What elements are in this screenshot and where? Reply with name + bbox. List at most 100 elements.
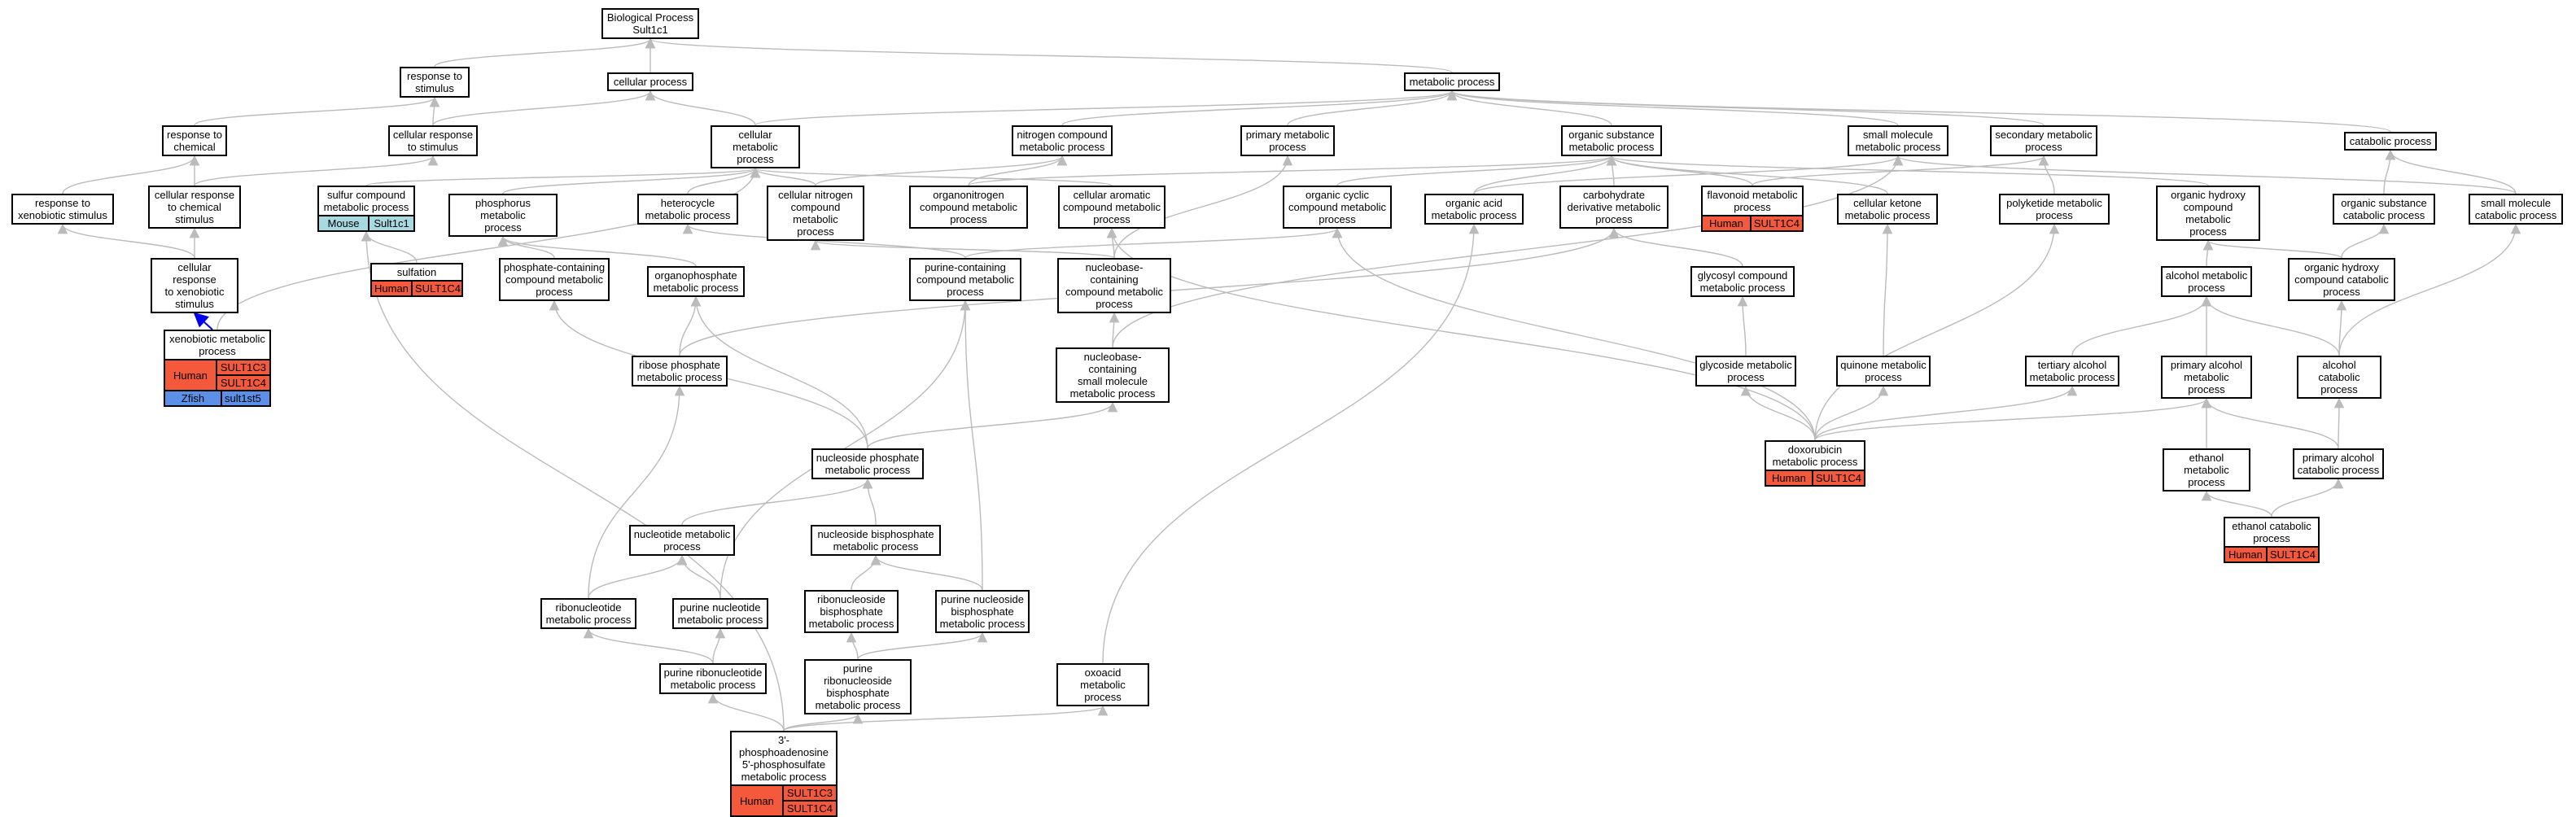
- edge: [2201, 490, 2272, 518]
- node-organic-substance-catabolic-process[interactable]: organic substance catabolic process: [2333, 194, 2435, 225]
- edge: [1608, 227, 1743, 267]
- edge: [1102, 223, 1480, 664]
- edge: [2385, 149, 2517, 194]
- node-purine-ribonucleotide-metabolic-process[interactable]: purine ribonucleotide metabolic process: [659, 663, 767, 694]
- node-cellular-metabolic-process[interactable]: cellular metabolic process: [711, 125, 800, 168]
- node-primary-metabolic-process[interactable]: primary metabolic process: [1240, 125, 1335, 156]
- node-nucleobase-containing-compound-metabolic-process[interactable]: nucleobase-containing compound metabolic…: [1057, 258, 1171, 313]
- node-primary-alcohol-catabolic-process[interactable]: primary alcohol catabolic process: [2293, 448, 2384, 479]
- edge: [681, 478, 873, 526]
- edge: [1473, 155, 1904, 194]
- node-ribonucleoside-bisphosphate-metabolic-process[interactable]: ribonucleoside bisphosphate metabolic pr…: [804, 590, 899, 633]
- node-purine-nucleoside-bisphosphate-metabolic-process[interactable]: purine nucleoside bisphosphate metabolic…: [935, 590, 1030, 633]
- node-cellular-aromatic-compound-metabolic-process[interactable]: cellular aromatic compound metabolic pro…: [1058, 186, 1166, 229]
- node-cellular-response-to-chemical-stimulus[interactable]: cellular response to chemical stimulus: [148, 186, 241, 229]
- node-xenobiotic-metabolic-process[interactable]: xenobiotic metabolic process Human SULT1…: [164, 330, 271, 407]
- node-organonitrogen-compound-metabolic-process[interactable]: organonitrogen compound metabolic proces…: [909, 186, 1028, 229]
- edge: [497, 235, 697, 267]
- edge: [754, 90, 1457, 126]
- node-cellular-response-to-xenobiotic-stimulus[interactable]: cellular response to xenobiotic stimulus: [151, 258, 238, 313]
- edge: [361, 230, 418, 264]
- node-purine-nucleotide-metabolic-process[interactable]: purine nucleotide metabolic process: [672, 598, 768, 629]
- node-small-molecule-metabolic-process[interactable]: small molecule metabolic process: [1848, 125, 1948, 156]
- edge: [1814, 385, 1889, 441]
- node-cellular-response-to-stimulus[interactable]: cellular response to stimulus: [388, 125, 478, 156]
- node-alcohol-catabolic-process[interactable]: alcohol catabolic process: [2297, 356, 2381, 399]
- node-sulfur-compound-metabolic-process[interactable]: sulfur compound metabolic process Mouse …: [317, 186, 415, 232]
- node-oxoacid-metabolic-process[interactable]: oxoacid metabolic process: [1056, 663, 1149, 706]
- node-tertiary-alcohol-metabolic-process[interactable]: tertiary alcohol metabolic process: [2025, 356, 2119, 387]
- node-organic-cyclic-compound-metabolic-process[interactable]: organic cyclic compound metabolic proces…: [1283, 186, 1392, 229]
- annotation-sulfation: Human SULT1C4: [372, 280, 461, 295]
- node-nucleotide-metabolic-process[interactable]: nucleotide metabolic process: [629, 525, 735, 556]
- node-ribonucleotide-metabolic-process[interactable]: ribonucleotide metabolic process: [540, 598, 636, 629]
- edge: [1606, 155, 1617, 186]
- gene-label: SULT1C4: [1811, 471, 1864, 485]
- node-response-to-xenobiotic-stimulus[interactable]: response to xenobiotic stimulus: [11, 194, 114, 225]
- edge: [690, 295, 868, 449]
- gene-label: SULT1C4: [216, 374, 269, 390]
- edge: [645, 37, 1453, 73]
- edge: [434, 37, 656, 68]
- node-metabolic-process[interactable]: metabolic process: [1404, 72, 1500, 91]
- gene-label: Sult1c1: [368, 216, 413, 230]
- node-polyketide-metabolic-process[interactable]: polyketide metabolic process: [1999, 194, 2110, 225]
- node-purine-ribonucleoside-bisphosphate-metabolic-process[interactable]: purine ribonucleoside bisphosphate metab…: [804, 659, 912, 714]
- node-organic-acid-metabolic-process[interactable]: organic acid metabolic process: [1424, 194, 1524, 225]
- node-flavonoid-metabolic-process[interactable]: flavonoid metabolic process Human SULT1C…: [1701, 186, 1804, 232]
- edge: [676, 554, 721, 599]
- node-biological-process[interactable]: Biological Process Sult1c1: [601, 8, 699, 39]
- node-carbohydrate-derivative-metabolic-process[interactable]: carbohydrate derivative metabolic proces…: [1559, 186, 1668, 229]
- gene-label: SULT1C3: [220, 361, 266, 374]
- edge: [502, 167, 761, 194]
- node-cellular-ketone-metabolic-process[interactable]: cellular ketone metabolic process: [1837, 194, 1938, 225]
- node-small-molecule-catabolic-process[interactable]: small molecule catabolic process: [2469, 194, 2563, 225]
- node-purine-containing-compound-metabolic-process[interactable]: purine-containing compound metabolic pro…: [909, 258, 1021, 301]
- organism-label: Human: [165, 360, 217, 390]
- node-response-to-stimulus[interactable]: response to stimulus: [400, 67, 470, 98]
- node-heterocycle-metabolic-process[interactable]: heterocycle metabolic process: [637, 194, 738, 225]
- node-primary-alcohol-metabolic-process[interactable]: primary alcohol metabolic process: [2161, 356, 2252, 399]
- node-response-to-chemical[interactable]: response to chemical: [162, 125, 227, 156]
- edge: [1446, 90, 1612, 126]
- node-phosphate-containing-compound-metabolic-process[interactable]: phosphate-containing compound metabolic …: [499, 258, 610, 301]
- edge: [588, 385, 685, 599]
- edge: [851, 554, 881, 591]
- node-paps-metabolic-process[interactable]: 3'-phosphoadenosine 5'-phosphosulfate me…: [730, 731, 838, 817]
- node-organic-substance-metabolic-process[interactable]: organic substance metabolic process: [1561, 125, 1662, 156]
- edge: [588, 554, 688, 599]
- edge: [1882, 223, 1893, 356]
- organism-label: Mouse: [327, 217, 360, 229]
- edge: [429, 96, 440, 126]
- node-alcohol-metabolic-process[interactable]: alcohol metabolic process: [2161, 266, 2252, 297]
- edge: [862, 478, 877, 526]
- node-nucleobase-containing-small-molecule-metabolic-process[interactable]: nucleobase-containing small molecule met…: [1056, 347, 1170, 403]
- node-organic-hydroxy-compound-metabolic-process[interactable]: organic hydroxy compound metabolic proce…: [2156, 186, 2260, 241]
- node-nucleoside-phosphate-metabolic-process[interactable]: nucleoside phosphate metabolic process: [811, 448, 924, 479]
- node-catabolic-process[interactable]: catabolic process: [2344, 132, 2437, 151]
- edge: [783, 713, 864, 732]
- edge: [1061, 90, 1458, 126]
- node-cellular-process[interactable]: cellular process: [607, 72, 693, 91]
- node-glycosyl-compound-metabolic-process[interactable]: glycosyl compound metabolic process: [1690, 266, 1795, 297]
- edge: [750, 167, 1113, 186]
- node-organophosphate-metabolic-process[interactable]: organophosphate metabolic process: [647, 266, 745, 297]
- node-nitrogen-compound-metabolic-process[interactable]: nitrogen compound metabolic process: [1012, 125, 1113, 156]
- edge: [2201, 397, 2339, 449]
- node-secondary-metabolic-process[interactable]: secondary metabolic process: [1990, 125, 2097, 156]
- node-ribose-phosphate-metabolic-process[interactable]: ribose phosphate metabolic process: [632, 356, 728, 387]
- node-nucleoside-bisphosphate-metabolic-process[interactable]: nucleoside bisphosphate metabolic proces…: [811, 525, 941, 556]
- node-organic-hydroxy-compound-catabolic-process[interactable]: organic hydroxy compound catabolic proce…: [2288, 258, 2395, 301]
- edge: [1814, 385, 2078, 441]
- organism-label: Human: [1708, 217, 1743, 229]
- gene-label: SULT1C4: [410, 282, 463, 295]
- node-cellular-nitrogen-compound-metabolic-process[interactable]: cellular nitrogen compound metabolic pro…: [767, 186, 864, 241]
- node-doxorubicin-metabolic-process[interactable]: doxorubicin metabolic process Human SULT…: [1765, 440, 1865, 487]
- node-phosphorus-metabolic-process[interactable]: phosphorus metabolic process: [448, 194, 558, 237]
- node-ethanol-metabolic-process[interactable]: ethanol metabolic process: [2163, 448, 2250, 492]
- node-ethanol-catabolic-process[interactable]: ethanol catabolic process Human SULT1C4: [2224, 517, 2320, 563]
- node-sulfation[interactable]: sulfation Human SULT1C4: [370, 263, 463, 297]
- node-quinone-metabolic-process[interactable]: quinone metabolic process: [1836, 356, 1931, 387]
- node-glycoside-metabolic-process[interactable]: glycoside metabolic process: [1695, 356, 1796, 387]
